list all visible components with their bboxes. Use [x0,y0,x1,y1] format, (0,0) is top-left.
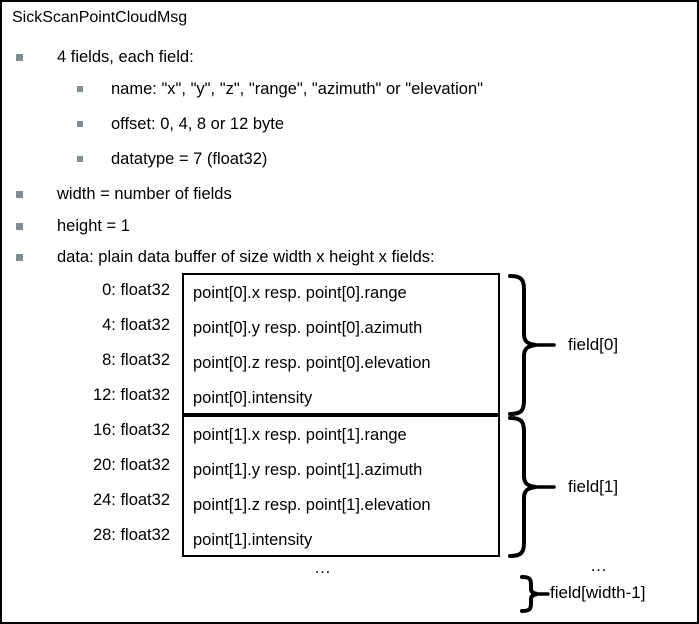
offset-label: 8: float32 [102,351,170,369]
bullet-label: datatype = 7 (float32) [111,150,268,168]
ellipsis-right: … [590,556,608,575]
bullet-item-height: height = 1 [16,215,130,237]
field-cell: point[0].intensity [193,389,313,407]
bullet-label: height = 1 [57,217,130,235]
brace-label-field-0: field[0] [568,335,619,354]
bullet-square-icon [77,121,83,127]
brace-label-field-1: field[1] [568,477,619,496]
bullet-item-data: data: plain data buffer of size width x … [16,246,435,268]
offset-label: 12: float32 [92,386,170,404]
field-cell: point[1].z resp. point[1].elevation [193,496,431,514]
field-cell: point[0].z resp. point[0].elevation [193,354,431,372]
brace-field-1 [508,416,556,558]
bullet-square-icon [77,86,83,92]
bullet-square-icon [16,254,23,261]
bullet-square-icon [16,54,23,61]
bullet-square-icon [16,223,23,230]
field-cell: point[0].x resp. point[0].range [193,284,407,302]
offset-label: 16: float32 [92,421,170,439]
bullet-square-icon [16,191,23,198]
bullet-item-offset: offset: 0, 4, 8 or 12 byte [77,113,284,135]
field-box-0: point[0].x resp. point[0].range point[0]… [182,273,500,415]
ellipsis-center: … [314,558,332,577]
bullet-item-datatype: datatype = 7 (float32) [77,148,267,170]
bullet-label: 4 fields, each field: [57,48,194,66]
field-cell: point[1].y resp. point[1].azimuth [193,461,423,479]
brace-field-0 [508,274,556,416]
page-title: SickScanPointCloudMsg [12,9,188,26]
field-cell: point[1].x resp. point[1].range [193,426,407,444]
bullet-label: name: "x", "y", "z", "range", "azimuth" … [111,80,484,98]
bullet-label: data: plain data buffer of size width x … [57,248,435,266]
offset-label: 4: float32 [102,316,170,334]
offset-label: 28: float32 [92,526,170,544]
bullet-square-icon [77,156,83,162]
offset-label: 0: float32 [102,281,170,299]
field-box-1: point[1].x resp. point[1].range point[1]… [182,415,500,557]
bullet-label: width = number of fields [57,185,232,203]
field-cell: point[0].y resp. point[0].azimuth [193,319,423,337]
bullet-label: offset: 0, 4, 8 or 12 byte [111,115,285,133]
bullet-item-fields: 4 fields, each field: [16,46,194,68]
brace-label-field-last: field[width-1] [550,583,646,602]
field-cell: point[1].intensity [193,531,313,549]
bullet-item-width: width = number of fields [16,183,232,205]
offset-label: 24: float32 [92,491,170,509]
offset-label: 20: float32 [92,456,170,474]
bullet-item-name: name: "x", "y", "z", "range", "azimuth" … [77,78,483,100]
brace-field-last [520,575,550,613]
